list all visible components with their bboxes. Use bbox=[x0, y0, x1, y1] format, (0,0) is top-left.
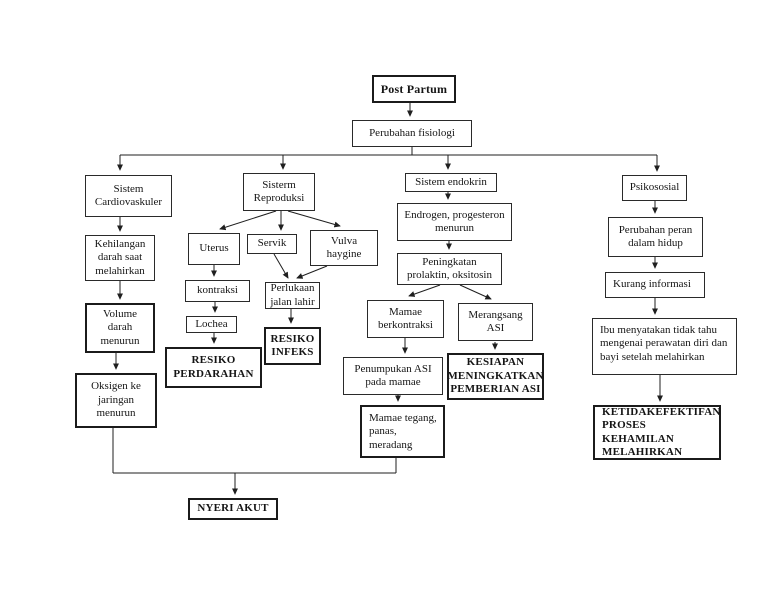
branch-psikososial-lines bbox=[652, 201, 663, 402]
node-penumpukan-asi: Penumpukan ASI pada mamae bbox=[343, 357, 443, 395]
node-sisterm-reproduksi: Sisterm Reproduksi bbox=[243, 173, 315, 211]
node-perubahan-peran: Perubahan peran dalam hidup bbox=[608, 217, 703, 257]
node-nyeri-akut: NYERI AKUT bbox=[188, 498, 278, 520]
node-volume-darah: Volume darah menurun bbox=[85, 303, 155, 353]
node-perubahan-fisiologi: Perubahan fisiologi bbox=[352, 120, 472, 147]
node-resiko-infeks: RESIKO INFEKS bbox=[264, 327, 321, 365]
node-resiko-perdarahan: RESIKO PERDARAHAN bbox=[165, 347, 262, 388]
node-peningkatan-prolaktin: Peningkatan prolaktin, oksitosin bbox=[397, 253, 502, 285]
node-servik: Servik bbox=[247, 234, 297, 254]
node-mamae-berkontraksi: Mamae berkontraksi bbox=[367, 300, 444, 338]
node-ibu-menyatakan-tidak-tahu: Ibu menyatakan tidak tahu mengenai peraw… bbox=[592, 318, 737, 375]
node-kurang-informasi: Kurang informasi bbox=[605, 272, 705, 298]
node-lochea: Lochea bbox=[186, 316, 237, 333]
node-kesiapan-meningkatkan-pemberian-asi: KESIAPAN MENINGKATKAN PEMBERIAN ASI bbox=[447, 353, 544, 400]
branch-endokrin-lines bbox=[395, 192, 498, 473]
branch-cardiovaskuler-lines bbox=[112, 217, 123, 473]
nyeri-akut-junction-lines bbox=[113, 472, 396, 495]
node-psikososial: Psikososial bbox=[622, 175, 687, 201]
node-post-partum: Post Partum bbox=[372, 75, 456, 103]
node-merangsang-asi: Merangsang ASI bbox=[458, 303, 533, 341]
node-endrogen-progesteron: Endrogen, progesteron menurun bbox=[397, 203, 512, 241]
branch-reproduksi-lines bbox=[211, 210, 341, 344]
node-mamae-tegang: Mamae tegang, panas, meradang bbox=[360, 405, 445, 458]
node-vulva-haygine: Vulva haygine bbox=[310, 230, 378, 266]
node-ketidakefektifan-proses: KETIDAKEFEKTIFAN PROSES KEHAMILAN MELAHI… bbox=[593, 405, 721, 460]
trunk-lines bbox=[117, 103, 660, 172]
node-kontraksi: kontraksi bbox=[185, 280, 250, 302]
node-kehilangan-darah: Kehilangan darah saat melahirkan bbox=[85, 235, 155, 281]
node-sistem-endokrin: Sistem endokrin bbox=[405, 173, 497, 192]
node-perlukaan-jalan-lahir: Perlukaan jalan lahir bbox=[265, 282, 320, 309]
node-sistem-cardiovaskuler: Sistem Cardiovaskuler bbox=[85, 175, 172, 217]
node-oksigen-jaringan: Oksigen ke jaringan menurun bbox=[75, 373, 157, 428]
node-uterus: Uterus bbox=[188, 233, 240, 265]
